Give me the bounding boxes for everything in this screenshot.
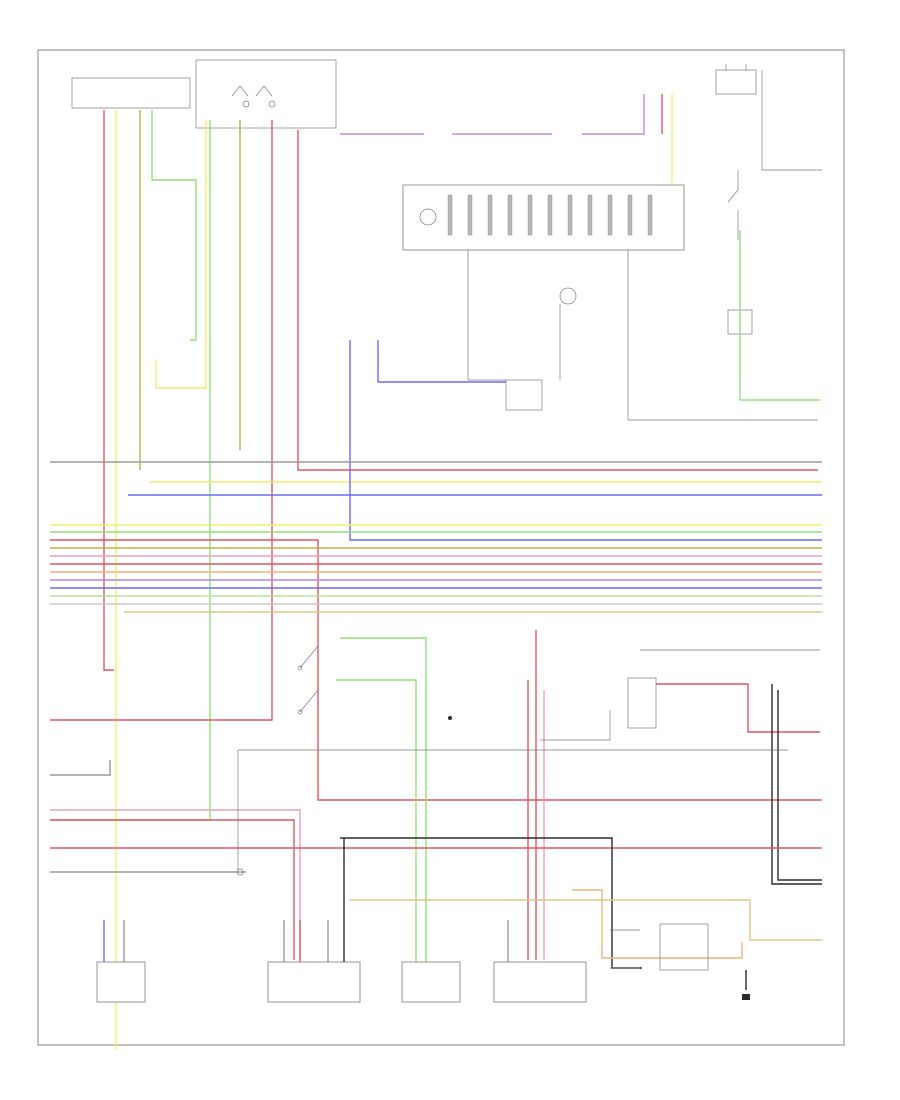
ignition-relay-box <box>195 59 337 129</box>
right-ground <box>610 923 750 1000</box>
left-yellow-loop <box>155 120 207 389</box>
lower-red-wire <box>50 819 295 960</box>
top-right-fuse <box>715 64 822 171</box>
center-green-switch-2 <box>336 679 417 968</box>
lower-black-wire <box>340 837 642 969</box>
center-relay <box>467 250 818 421</box>
center-sensor <box>401 961 461 1003</box>
lower-orange-wire <box>572 889 743 959</box>
left-red-relay <box>297 130 818 471</box>
lower-pink-wire <box>50 809 301 960</box>
diagram-frame <box>37 49 845 1046</box>
top-violet-wire <box>340 94 645 135</box>
right-black-bundle <box>771 684 822 885</box>
oxygen-sensor-right <box>493 920 587 1003</box>
right-relay <box>540 649 820 741</box>
center-green-switch-1 <box>340 637 427 968</box>
center-module <box>402 184 685 251</box>
top-left-connector <box>71 77 191 109</box>
right-green-wire <box>739 230 820 401</box>
left-sensor <box>96 920 146 1003</box>
left-red-vertical <box>103 110 114 671</box>
center-blue-long <box>349 340 822 541</box>
oxygen-sensor-left <box>267 838 361 1003</box>
center-ground <box>236 716 788 876</box>
center-module-pins <box>447 194 653 236</box>
lower-gray-wire <box>50 760 111 776</box>
left-green-long <box>50 120 211 821</box>
center-switch <box>297 645 319 715</box>
center-blue-short <box>377 340 506 383</box>
lower-tan-wire <box>350 899 822 941</box>
left-green-top <box>151 110 197 341</box>
wire-bus <box>50 461 822 801</box>
left-red-mid <box>50 120 273 721</box>
